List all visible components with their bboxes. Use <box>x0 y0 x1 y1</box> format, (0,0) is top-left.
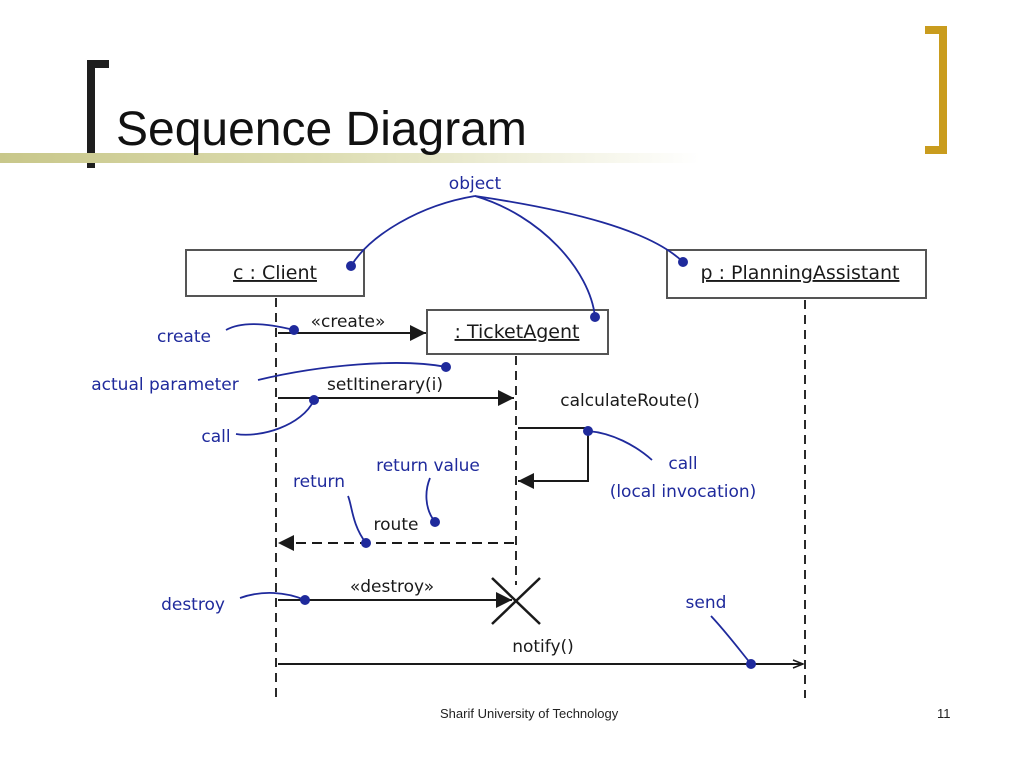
annotation-dots <box>289 257 756 669</box>
object-client-label: c : Client <box>233 262 317 284</box>
object-planning-assistant-label: p : PlanningAssistant <box>701 262 900 284</box>
annotation-return-value: return value <box>376 456 480 476</box>
slide-title: Sequence Diagram <box>116 103 527 156</box>
annotation-destroy: destroy <box>161 595 225 615</box>
title-bracket-right <box>925 26 947 154</box>
annotation-call: call <box>201 427 230 447</box>
message-return-label: route <box>374 515 419 535</box>
message-set-itinerary-label: setItinerary(i) <box>327 375 443 395</box>
destroy-mark-icon <box>491 577 541 625</box>
object-planning-assistant: p : PlanningAssistant <box>666 249 927 299</box>
annotation-send: send <box>686 593 727 613</box>
object-client: c : Client <box>185 249 365 297</box>
annotation-local-call-note: (local invocation) <box>610 482 757 502</box>
message-create-label: «create» <box>311 312 386 332</box>
annotation-object: object <box>449 174 502 194</box>
annotation-return: return <box>293 472 345 492</box>
annotation-local-call: call <box>668 454 697 474</box>
annotation-actual-parameter: actual parameter <box>91 375 239 395</box>
annotation-create: create <box>157 327 211 347</box>
footer-organization: Sharif University of Technology <box>440 706 619 721</box>
message-destroy-label: «destroy» <box>350 577 434 597</box>
title-bracket-left <box>87 60 109 168</box>
footer-page-number: 11 <box>937 706 951 721</box>
message-calculate-route-line <box>518 427 589 489</box>
annotation-leaders <box>225 195 752 665</box>
object-ticket-agent-label: : TicketAgent <box>455 321 580 343</box>
object-ticket-agent: : TicketAgent <box>426 309 609 355</box>
message-calculate-route-label: calculateRoute() <box>560 391 700 411</box>
message-notify-label: notify() <box>512 637 574 657</box>
title-underline-bar <box>0 153 700 163</box>
sequence-diagram: c : Client : TicketAgent p : PlanningAss… <box>91 174 927 698</box>
